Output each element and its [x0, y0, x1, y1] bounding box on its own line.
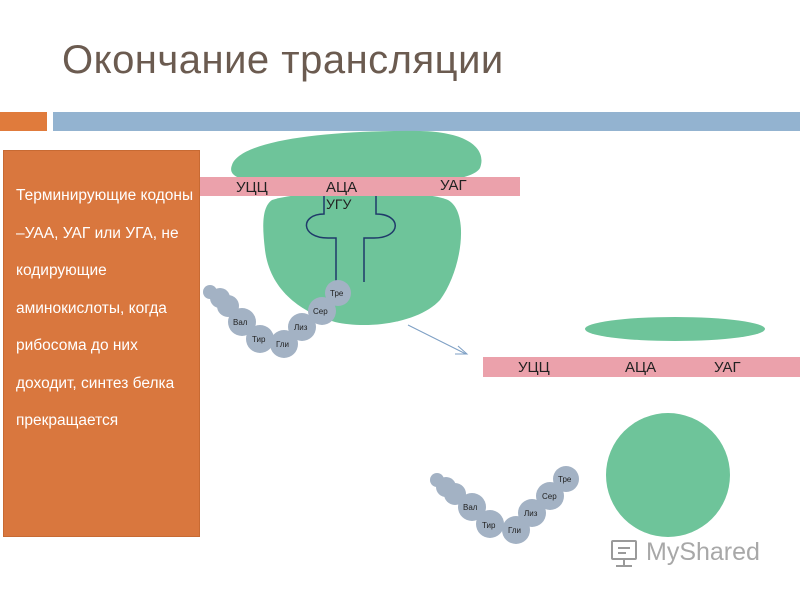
- chain-rel-tir: Тир: [482, 521, 496, 530]
- bottom-codon-1: УЦЦ: [518, 359, 550, 376]
- trna-anticodon: УГУ: [326, 196, 351, 212]
- peptide-chain-released: Вал Тир Гли Лиз Сер Тре: [430, 466, 579, 544]
- transition-arrow: [408, 325, 466, 354]
- watermark-text: MyShared: [646, 538, 760, 567]
- bottom-codon-3: УАГ: [714, 359, 741, 376]
- chain-rel-val: Вал: [463, 503, 478, 512]
- top-codon-2: АЦА: [326, 179, 357, 196]
- chain-top-tir: Тир: [252, 335, 266, 344]
- chain-rel-ser: Сер: [542, 492, 557, 501]
- top-codon-1: УЦЦ: [236, 179, 268, 196]
- chain-top-gli: Гли: [276, 340, 289, 349]
- ribosome-small-subunit-released: [585, 317, 765, 341]
- chain-rel-tre: Тре: [558, 475, 572, 484]
- chain-rel-gli: Гли: [508, 526, 521, 535]
- chain-top-val: Вал: [233, 318, 248, 327]
- transition-arrow-head: [455, 346, 467, 354]
- top-codon-3: УАГ: [440, 177, 467, 194]
- peptide-chain-top: Вал Тир Гли Лиз Сер Тре: [203, 280, 351, 358]
- chain-rel-liz: Лиз: [524, 509, 538, 518]
- chain-top-ser: Сер: [313, 307, 328, 316]
- watermark-icon: [612, 541, 636, 566]
- ribosome-large-subunit-top: [263, 192, 461, 325]
- chain-top-liz: Лиз: [294, 323, 308, 332]
- ribosome-large-subunit-released: [606, 413, 730, 537]
- bottom-codon-2: АЦА: [625, 359, 656, 376]
- chain-top-tre: Тре: [330, 289, 344, 298]
